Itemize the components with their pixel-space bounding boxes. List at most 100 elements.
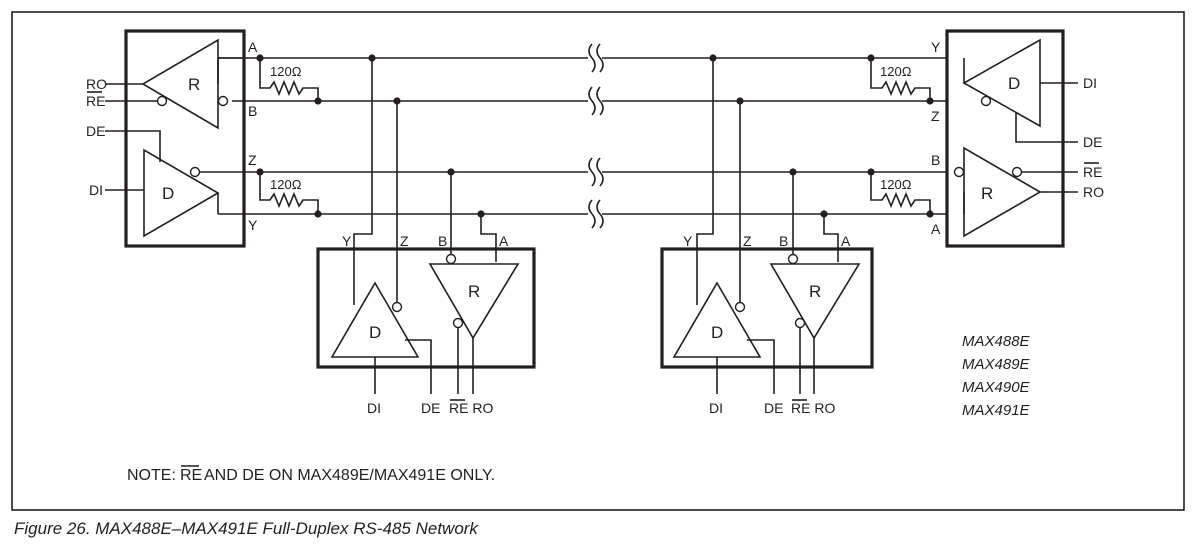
figure-frame (11, 11, 1185, 511)
junction-dot (447, 168, 455, 176)
pin-y: Y (248, 217, 258, 233)
driver-right-label: D (1008, 74, 1020, 93)
pin-a: A (931, 221, 941, 237)
pin-de: DE (1083, 134, 1102, 150)
pin-y: Y (342, 233, 352, 249)
pin-di: DI (709, 400, 723, 416)
transceiver-right-box (945, 29, 1065, 248)
pin-b: B (779, 233, 788, 249)
junction-dots (256, 54, 934, 218)
pin-ro: RO (86, 76, 107, 92)
transceiver-middle-right: Y Z B A D R DI DE RE RO (660, 58, 874, 416)
termination-resistors: 120Ω 120Ω 120Ω 120Ω (259, 58, 931, 214)
figure-caption: Figure 26. MAX488E–MAX491E Full-Duplex R… (14, 519, 479, 538)
receiver-right (963, 146, 1042, 238)
resistor-left-top (259, 58, 319, 101)
pin-b: B (248, 103, 257, 119)
junction-dot (820, 210, 828, 218)
inversion-bubble (953, 166, 965, 178)
junction-dot (477, 210, 485, 218)
inversion-bubble (156, 95, 168, 107)
part-number: MAX489E (962, 356, 1031, 373)
pin-z: Z (248, 152, 257, 168)
resistor-label-left-bottom: 120Ω (270, 177, 302, 192)
wire-de (747, 339, 775, 394)
resistor-left-bottom (259, 172, 319, 214)
junction-dot (709, 54, 717, 62)
pin-b: B (438, 233, 447, 249)
receiver-left-label: R (188, 75, 200, 94)
pin-ro: RO (1083, 184, 1104, 200)
receiver-middle-right-label: R (809, 282, 821, 301)
junction-dot (393, 97, 401, 105)
inversion-bubble (217, 95, 229, 107)
inversion-bubble (734, 301, 746, 313)
transceiver-left: R RO RE D DE DI A B Z Y (86, 29, 258, 248)
junction-dot (256, 168, 264, 176)
transceiver-middle-right-box (660, 247, 874, 369)
receiver-middle-left (428, 263, 520, 340)
pin-di: DI (89, 182, 103, 198)
tap-y (353, 58, 373, 305)
driver-left (143, 148, 220, 238)
resistor-right-top (870, 58, 931, 101)
junction-dot (789, 168, 797, 176)
part-number: MAX491E (962, 402, 1031, 419)
junction-dot (926, 210, 934, 218)
pin-re: RE (86, 93, 105, 109)
junction-dot (314, 210, 322, 218)
resistor-label-right-top: 120Ω (880, 64, 912, 79)
pin-de: DE (421, 400, 440, 416)
pin-re-ro: RE RO (449, 400, 493, 416)
wire-de (1015, 113, 1078, 143)
receiver-right-label: R (981, 184, 993, 203)
pin-re-ro: RE RO (791, 400, 835, 416)
line-break-marks (588, 43, 604, 229)
junction-dot (736, 97, 744, 105)
inversion-bubble (445, 253, 457, 265)
junction-dot (867, 168, 875, 176)
note-prefix: NOTE: (127, 467, 176, 484)
pin-a: A (248, 39, 258, 55)
pin-de: DE (86, 123, 105, 139)
inversion-bubble (980, 95, 992, 107)
transceiver-middle-left-box (316, 247, 536, 369)
note-re: RE (180, 467, 202, 484)
driver-middle-right (672, 281, 762, 358)
driver-middle-right-label: D (711, 323, 723, 342)
resistor-label-right-bottom: 120Ω (880, 177, 912, 192)
bus-lines (200, 43, 947, 229)
junction-dot (867, 54, 875, 62)
pin-b: B (931, 152, 940, 168)
receiver-middle-right (769, 263, 861, 340)
inversion-bubble (391, 301, 403, 313)
tap-y (696, 58, 714, 305)
pin-de: DE (764, 400, 783, 416)
driver-left-label: D (162, 184, 174, 203)
driver-right (962, 38, 1041, 128)
pin-y: Y (683, 233, 693, 249)
pin-a: A (499, 233, 509, 249)
junction-dot (926, 97, 934, 105)
driver-middle-left (330, 281, 420, 358)
tap-a (480, 214, 497, 262)
inversion-bubble (787, 253, 799, 265)
transceiver-middle-left: Y Z B A D R DI DE RE RO (316, 58, 536, 416)
inversion-bubble (1011, 166, 1023, 178)
pin-z: Z (400, 233, 409, 249)
receiver-middle-left-label: R (468, 282, 480, 301)
note-text: AND DE ON MAX489E/MAX491E ONLY. (204, 467, 495, 484)
resistor-label-left-top: 120Ω (270, 64, 302, 79)
transceiver-right: D DI DE R RE RO Y Z B A (931, 29, 1104, 248)
wire-de (405, 339, 432, 394)
inversion-bubble (452, 317, 464, 329)
part-number: MAX490E (962, 379, 1031, 396)
tap-a (823, 214, 839, 262)
junction-dot (314, 97, 322, 105)
pin-di: DI (367, 400, 381, 416)
pin-y: Y (931, 39, 941, 55)
driver-middle-left-label: D (369, 323, 381, 342)
part-number: MAX488E (962, 333, 1031, 350)
